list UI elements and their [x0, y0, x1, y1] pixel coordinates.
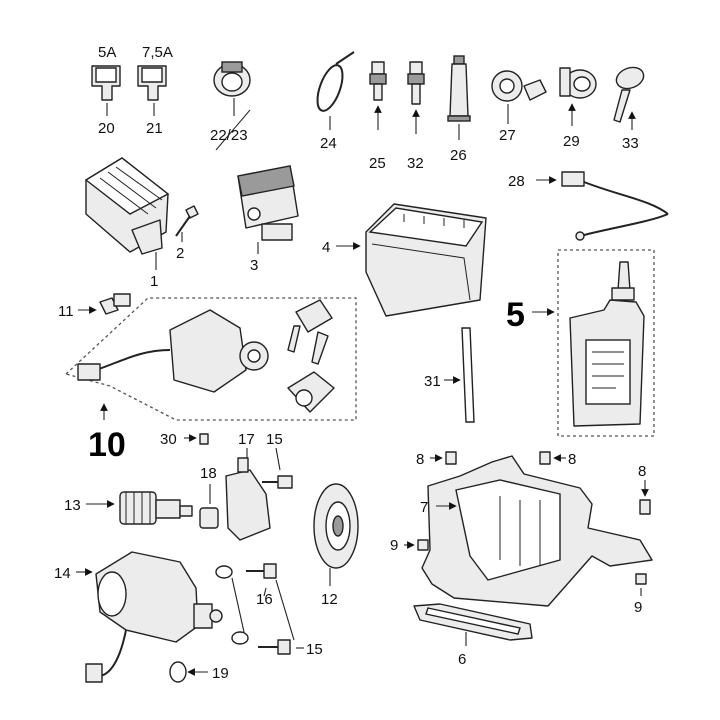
label-25: 25: [369, 155, 386, 172]
label-30: 30: [160, 431, 177, 448]
label-9b: 9: [634, 599, 642, 616]
label-31: 31: [424, 373, 441, 390]
label-15b: 15: [306, 641, 323, 658]
label-8c: 8: [638, 463, 646, 480]
fuse-21: 7,5A 21: [137, 44, 173, 137]
screw-2: 2: [175, 205, 199, 262]
label-1: 1: [150, 273, 158, 290]
screw-8-far-right: 8: [638, 463, 651, 515]
o-ring-19: 19: [169, 661, 229, 683]
fuse-21-rating: 7,5A: [142, 44, 173, 61]
hose-31: 31: [424, 327, 475, 423]
regulator-1: 1: [84, 157, 170, 290]
label-7: 7: [420, 499, 428, 516]
label-9a: 9: [390, 537, 398, 554]
label-2: 2: [176, 245, 184, 262]
label-3: 3: [250, 257, 258, 274]
relay-3: 3: [237, 165, 299, 274]
label-18: 18: [200, 465, 217, 482]
label-17: 17: [238, 431, 255, 448]
label-12: 12: [321, 591, 338, 608]
label-11: 11: [58, 303, 74, 320]
label-10: 10: [88, 426, 126, 464]
label-28: 28: [508, 173, 525, 190]
wire-28: 28: [508, 171, 669, 241]
label-8b: 8: [568, 451, 576, 468]
screw-30: 30: [160, 431, 209, 448]
label-4: 4: [322, 239, 330, 256]
label-14: 14: [54, 565, 71, 582]
screw-8-right: 8: [539, 451, 576, 468]
label-22-23: 22/23: [210, 127, 248, 144]
screw-15-top: 15: [262, 431, 293, 489]
clamp-22-23: 22/23: [210, 61, 251, 151]
label-6: 6: [458, 651, 466, 668]
bolt-11: 11: [58, 293, 131, 320]
label-29: 29: [563, 133, 580, 150]
nut-9-right: 9: [634, 573, 647, 616]
label-27: 27: [499, 127, 516, 144]
bushing-18: 18: [199, 465, 219, 529]
label-8a: 8: [416, 451, 424, 468]
label-26: 26: [450, 147, 467, 164]
grease-tube-26: 26: [447, 55, 471, 164]
label-21: 21: [146, 120, 163, 137]
strap-6: 6: [413, 603, 533, 668]
battery-tray-7: 7: [420, 455, 653, 607]
label-13: 13: [64, 497, 81, 514]
gear-12: 12: [313, 483, 359, 608]
starter-drive-13: 13: [64, 491, 193, 525]
starter-motor-14: 14: [54, 551, 223, 683]
label-5: 5: [506, 296, 525, 334]
bracket-17: 17: [225, 431, 271, 541]
fuse-20: 5A 20: [91, 44, 121, 137]
washers-bolts-16-15: 16 15: [215, 563, 323, 658]
sensor-25: 25: [369, 61, 387, 172]
battery-acid-kit-5: 5: [506, 249, 655, 437]
label-20: 20: [98, 120, 115, 137]
screw-8-left: 8: [416, 451, 457, 468]
battery-4: 4: [322, 203, 487, 317]
lock-cylinder-27: 27: [491, 70, 547, 144]
cable-tie-24: 24: [316, 51, 355, 152]
fuse-20-rating: 5A: [98, 44, 116, 61]
label-16: 16: [256, 591, 273, 608]
label-24: 24: [320, 135, 337, 152]
label-33: 33: [622, 135, 639, 152]
clip-29: 29: [559, 67, 597, 150]
label-15a: 15: [266, 431, 283, 448]
sensor-32: 32: [407, 61, 425, 172]
label-19: 19: [212, 665, 229, 682]
ignition-lock-set-10: 10: [64, 297, 357, 464]
nut-9-left: 9: [390, 537, 429, 554]
label-32: 32: [407, 155, 424, 172]
key-33: 33: [613, 66, 645, 152]
